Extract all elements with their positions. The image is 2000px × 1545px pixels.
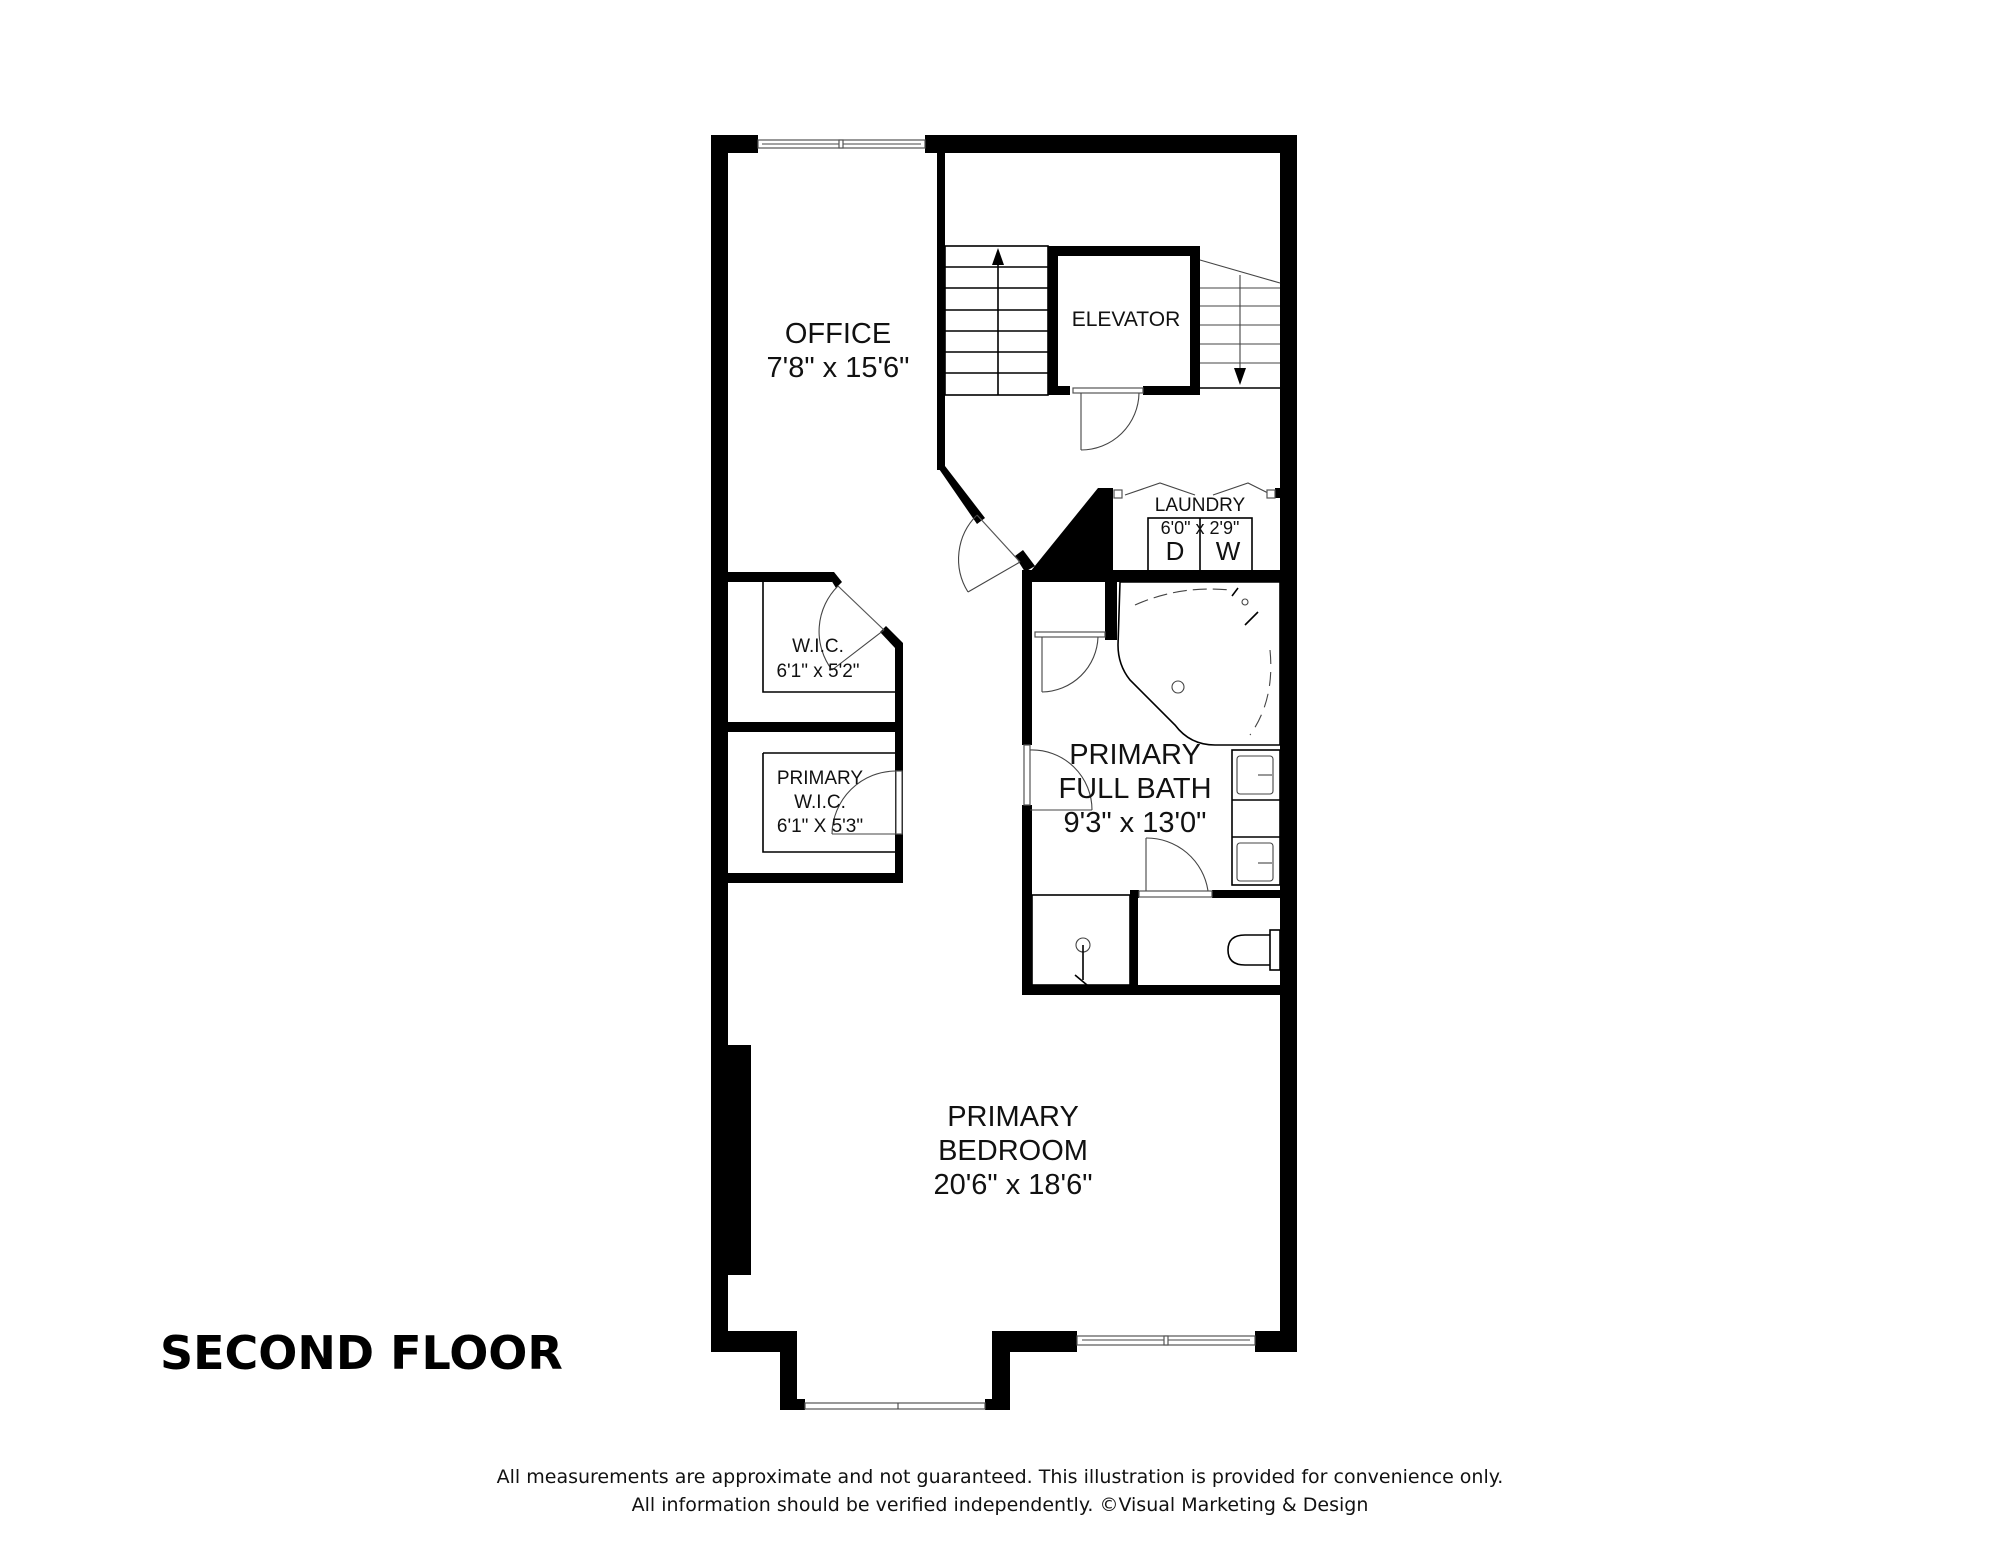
window-office-top [757, 139, 926, 149]
door-bath-entry [1023, 744, 1093, 811]
sink-icon [1236, 755, 1274, 795]
laundry-name: LAUNDRY [1155, 495, 1246, 516]
closet-shelves [762, 582, 895, 853]
primary-wic-name-1: PRIMARY [777, 768, 864, 789]
primary-bedroom-dims: 20'6" x 18'6" [933, 1169, 1092, 1201]
disclaimer-line-2: All information should be verified indep… [631, 1494, 1369, 1516]
door-bath-closet [1034, 631, 1106, 693]
sink-icon [1236, 842, 1274, 882]
primary-bedroom-name-1: PRIMARY [947, 1101, 1079, 1133]
windows [757, 139, 1256, 1410]
primary-wic-name-2: W.I.C. [794, 792, 846, 813]
primary-wic-dims: 6'1" X 5'3" [777, 816, 863, 837]
down-arrow-icon [1234, 368, 1246, 385]
door-office [958, 514, 1021, 593]
room-labels: OFFICE 7'8" x 15'6" ELEVATOR LAUNDRY 6'0… [767, 308, 1246, 1201]
window-bedroom-bottom-right [1076, 1335, 1256, 1346]
up-arrow-icon [992, 248, 1004, 265]
doors [818, 387, 1213, 898]
elevator-name: ELEVATOR [1072, 308, 1181, 331]
washer-label: W [1216, 536, 1241, 566]
floor-title: SECOND FLOOR [160, 1326, 563, 1380]
door-wic [818, 585, 885, 671]
door-primary-wic [831, 770, 903, 835]
interior-walls [728, 135, 1297, 995]
toilet-icon [1227, 934, 1270, 966]
laundry-fixtures [1113, 482, 1276, 573]
wic-name: W.I.C. [792, 636, 844, 657]
office-dims: 7'8" x 15'6" [767, 352, 910, 384]
primary-bedroom-name-2: BEDROOM [938, 1135, 1088, 1167]
stairs-up [944, 245, 1049, 396]
window-bay-bottom [804, 1402, 986, 1410]
bath-fixtures [1031, 581, 1281, 986]
bathtub-icon [1117, 581, 1281, 746]
laundry-dims: 6'0" x 2'9" [1161, 518, 1240, 538]
wic-dims: 6'1" x 5'2" [776, 661, 859, 682]
door-toilet [1138, 837, 1213, 898]
dryer-label: D [1166, 536, 1185, 566]
stairs-down [1199, 259, 1281, 389]
office-name: OFFICE [785, 318, 891, 350]
door-elevator [1072, 387, 1144, 451]
primary-bath-name-2: FULL BATH [1058, 773, 1211, 805]
disclaimer-line-1: All measurements are approximate and not… [496, 1466, 1504, 1488]
outer-walls [711, 135, 1297, 1410]
primary-bath-dims: 9'3" x 13'0" [1064, 807, 1207, 839]
primary-bath-name-1: PRIMARY [1069, 739, 1201, 771]
